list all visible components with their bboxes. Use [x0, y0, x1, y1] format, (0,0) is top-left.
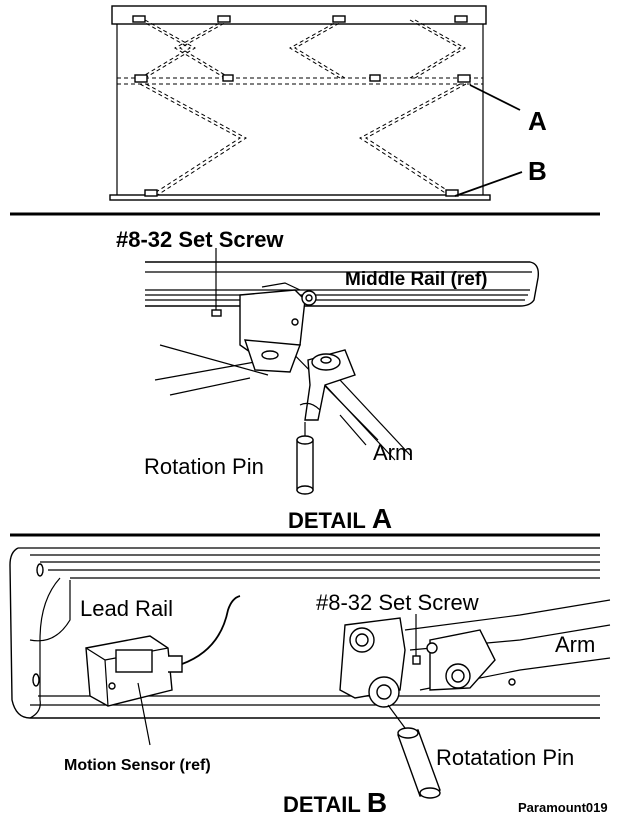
- detail-b-section: Lead Rail #8-32 Set Screw Arm Motion Sen…: [9, 547, 611, 818]
- callout-a-label: A: [528, 106, 547, 136]
- detail-b-arm-label: Arm: [555, 632, 595, 657]
- detail-a-rotation-pin: [296, 422, 314, 495]
- detail-b-lead-rail-label: Lead Rail: [80, 596, 173, 621]
- headrail: [111, 5, 487, 25]
- detail-b-rotation-pin-label: Rotatation Pin: [436, 745, 574, 770]
- overview-section: A B: [109, 5, 547, 201]
- bottom-rail: [109, 194, 491, 201]
- detail-a-middle-rail-label: Middle Rail (ref): [345, 269, 488, 290]
- detail-a-arm-label: Arm: [373, 440, 413, 465]
- motion-sensor: [85, 595, 241, 707]
- detail-a-arm-leader: [339, 414, 367, 446]
- detail-b-bracket: [339, 617, 406, 708]
- detail-a-bracket: [239, 282, 317, 373]
- detail-a-pivot: [299, 349, 356, 421]
- detail-b-set-screw-label: #8-32 Set Screw: [316, 590, 479, 615]
- detail-a-set-screw-label: #8-32 Set Screw: [116, 227, 284, 252]
- detail-a-rotation-pin-label: Rotation Pin: [144, 454, 264, 479]
- detail-a-section: #8-32 Set Screw Middle Rail (ref) Rotati…: [116, 227, 540, 534]
- detail-b-motion-sensor-label: Motion Sensor (ref): [64, 757, 211, 774]
- detail-a-set-screw: [211, 309, 222, 317]
- callout-b-leader: [454, 171, 523, 197]
- figure-id: Paramount019: [518, 800, 608, 815]
- callout-a-leader: [469, 84, 521, 111]
- callout-b-label: B: [528, 156, 547, 186]
- detail-b-arm: [404, 599, 611, 691]
- detail-b-rotation-pin: [387, 704, 441, 799]
- upper-scissor-arms: [139, 19, 466, 79]
- arm-brackets: [132, 15, 471, 197]
- motion-sensor-leader: [137, 682, 151, 746]
- detail-b-set-screw: [412, 655, 421, 665]
- lower-scissor-arms: [139, 83, 467, 197]
